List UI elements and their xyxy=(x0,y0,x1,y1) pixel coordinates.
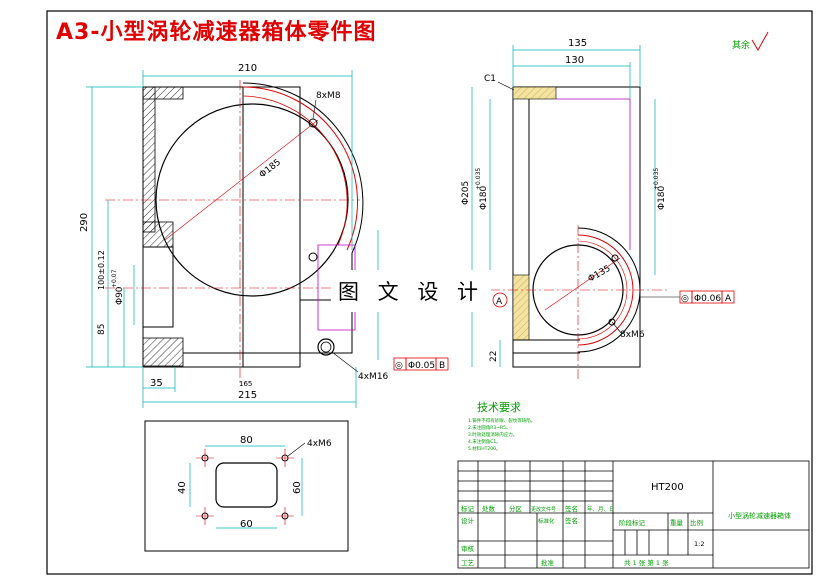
dim-overall-width: 210 xyxy=(238,63,257,74)
side-view xyxy=(490,86,670,380)
tech-req-line: 1.铸件不得有砂眼、裂纹等缺陷。 xyxy=(468,417,535,424)
sheet-border xyxy=(46,10,813,575)
title-block xyxy=(457,460,810,569)
tb-standard: 标准化 xyxy=(538,517,555,525)
bottom-view-dim-text: 80 60 40 60 4xM6 xyxy=(177,435,332,530)
watermark: 图 文 设 计 xyxy=(331,270,491,312)
roughness-text: 其余 xyxy=(732,39,750,51)
datum-a-label: A xyxy=(496,297,503,307)
bottom-view xyxy=(144,420,349,552)
dim-side-bore-a-tol: +0.035 xyxy=(475,168,482,190)
dim-center-height: 100±0.12 xyxy=(97,250,106,290)
tb-scale-value: 1:2 xyxy=(694,540,704,548)
front-tolerance-frame: ◎ Φ0.05 B xyxy=(393,357,449,371)
dim-side-bore-b: Φ180 xyxy=(657,185,667,210)
side-view-dims xyxy=(471,45,656,367)
dim-bottom-left-height: 40 xyxy=(177,481,188,494)
tb-change-doc: 更改文件号 xyxy=(531,506,556,513)
tech-requirements: 技术要求 1.铸件不得有砂眼、裂纹等缺陷。 2.未注圆角R3~R5。 3.时效处… xyxy=(468,401,535,452)
dim-side-bore-small: Φ135 xyxy=(587,264,613,285)
tb-weight: 重量 xyxy=(670,519,684,527)
dim-inner-width: 165 xyxy=(239,380,252,388)
tech-req-line: 3.时效处理消除内应力。 xyxy=(468,431,517,438)
tb-review: 审核 xyxy=(461,544,475,553)
dim-bottom-width: 215 xyxy=(238,390,257,401)
dim-bore-small: Φ90 xyxy=(115,286,125,305)
tb-approve: 批准 xyxy=(541,558,555,567)
front-view-dims xyxy=(86,70,379,408)
side-tol-symbol: ◎ xyxy=(681,294,689,304)
tb-mark: 标记 xyxy=(461,504,475,513)
dim-height: 290 xyxy=(79,213,90,232)
dim-side-inner-width: 130 xyxy=(565,55,584,66)
dim-bottom-right-height: 60 xyxy=(292,481,303,494)
dim-side-chamfer: C1 xyxy=(484,74,496,84)
dim-thread-top: 8xM8 xyxy=(316,91,341,101)
dim-bore-small-tol: +0.07 xyxy=(111,269,118,288)
dim-thread-bottom: 4xM16 xyxy=(358,372,389,382)
dim-left-offset: 35 xyxy=(150,378,163,389)
front-tol-value: Φ0.05 xyxy=(408,361,435,371)
tech-req-line: 5.材料HT200。 xyxy=(468,445,501,452)
dim-bottom-thread: 4xM6 xyxy=(307,439,332,449)
dim-lower-height: 85 xyxy=(97,324,107,335)
tb-scale: 比例 xyxy=(690,518,703,527)
tb-sign2: 签名 xyxy=(565,516,578,525)
front-view xyxy=(105,80,364,385)
front-tol-symbol: ◎ xyxy=(395,361,403,371)
side-tolerance-frame: ◎ Φ0.06 A xyxy=(640,290,735,304)
title-block-text: HT200 小型涡轮减速器箱体 标记 处数 分区 更改文件号 签名 年、月、日 … xyxy=(461,482,791,567)
drawing-title: A3-小型涡轮减速器箱体零件图 xyxy=(56,20,377,45)
dim-side-bore-outer: Φ205 xyxy=(461,181,471,205)
tb-part-name: 小型涡轮减速器箱体 xyxy=(728,511,791,520)
dim-bottom-top-width: 80 xyxy=(240,435,253,446)
tb-material: HT200 xyxy=(651,482,684,493)
tb-process: 工艺 xyxy=(461,559,475,567)
dim-side-bore-a: Φ180 xyxy=(479,185,489,210)
tb-sheets: 共 1 张 第 1 张 xyxy=(624,558,669,567)
dim-side-thread: 8xM6 xyxy=(620,330,645,340)
side-tol-value: Φ0.06 xyxy=(694,294,721,304)
tb-zone: 分区 xyxy=(509,504,523,513)
tb-sign: 签名 xyxy=(565,504,578,513)
side-tol-datum: A xyxy=(725,294,732,304)
roughness-mark: 其余 xyxy=(732,31,769,51)
datum-a-marker: A xyxy=(492,292,508,308)
front-tol-datum: B xyxy=(439,361,445,371)
dim-side-base-height: 22 xyxy=(489,351,499,362)
tb-count: 处数 xyxy=(482,504,496,513)
tech-req-line: 4.未注倒角C1。 xyxy=(468,438,501,445)
tech-req-line: 2.未注圆角R3~R5。 xyxy=(468,424,511,431)
dim-side-bore-b-tol: +0.035 xyxy=(653,168,660,190)
tb-stage-mark: 阶段标记 xyxy=(619,518,646,527)
dim-side-outer-width: 135 xyxy=(568,38,587,49)
tech-req-heading: 技术要求 xyxy=(477,401,521,414)
tb-designer: 设计 xyxy=(461,516,475,525)
dim-bottom-bottom-width: 60 xyxy=(240,519,253,530)
tb-date: 年、月、日 xyxy=(587,505,615,513)
dim-bore-large: Φ185 xyxy=(258,158,283,181)
bottom-view-dims xyxy=(189,445,303,529)
